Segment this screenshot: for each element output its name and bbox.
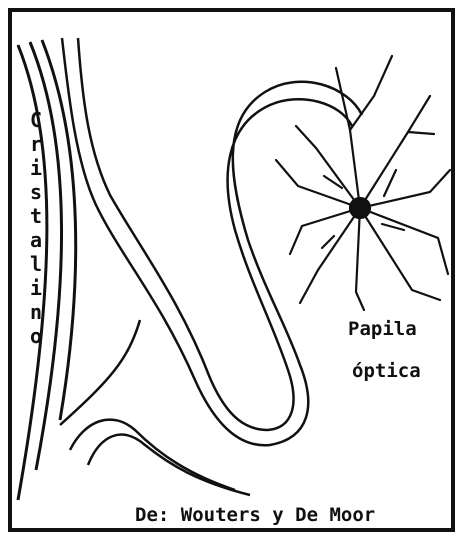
optic-disc-label-line2: óptica: [352, 362, 421, 381]
lens-letter: r: [24, 132, 48, 156]
lens-letter: o: [24, 324, 48, 348]
optic-disc-label-line1: Papila: [348, 320, 417, 339]
optic-disc-vessels: [276, 56, 450, 310]
lens-letter: i: [24, 156, 48, 180]
lens-letter: i: [24, 276, 48, 300]
lens-letter: l: [24, 252, 48, 276]
lens-letter: a: [24, 228, 48, 252]
lens-letter: C: [24, 108, 48, 132]
lens-letter: t: [24, 204, 48, 228]
credit-label: De: Wouters y De Moor: [135, 506, 375, 525]
vitreous-structure: [60, 38, 362, 495]
lens-letter: n: [24, 300, 48, 324]
lens-letter: s: [24, 180, 48, 204]
